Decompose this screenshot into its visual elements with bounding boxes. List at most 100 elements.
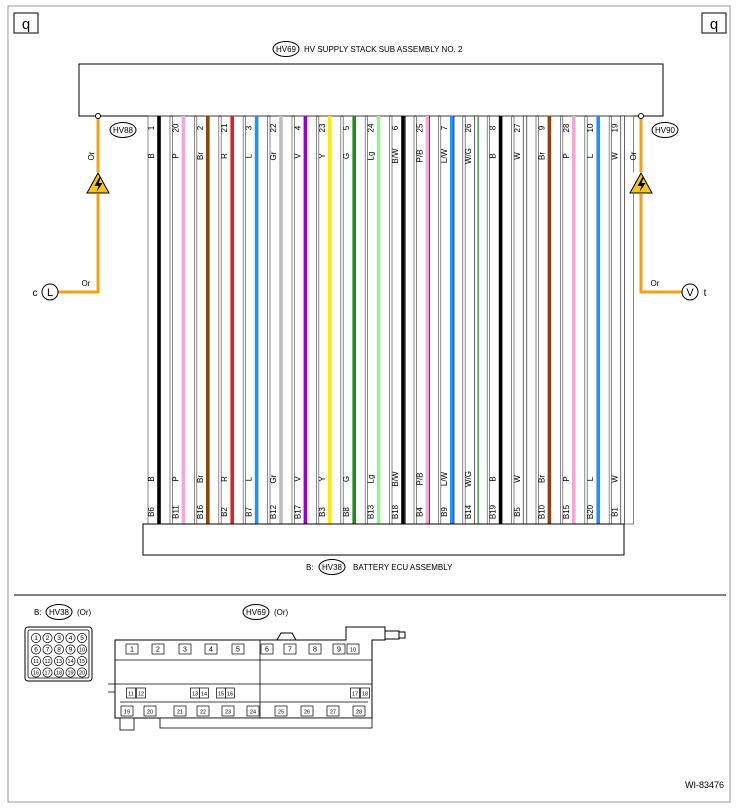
top-pin-number: 28	[562, 123, 571, 132]
svg-text:28: 28	[356, 710, 362, 716]
svg-text:3: 3	[183, 647, 187, 654]
svg-text:19: 19	[124, 710, 130, 716]
wire-line	[620, 115, 625, 525]
svg-text:3: 3	[57, 635, 61, 642]
wire-line	[181, 116, 186, 524]
hv69-pin-5: 5	[231, 643, 245, 655]
top-pin-number: 2	[196, 125, 205, 130]
svg-text:13: 13	[192, 692, 198, 698]
wire-line	[547, 116, 552, 524]
hv69-pin-8: 8	[308, 643, 322, 655]
wire-color-top: L	[586, 153, 595, 158]
top-pin-number: 3	[245, 125, 254, 130]
wire-color-top: Br	[196, 152, 205, 160]
hv69-pin-28: 28	[352, 705, 366, 717]
svg-text:21: 21	[177, 710, 183, 716]
wire-color-bottom: Br	[537, 475, 546, 483]
wire-color-top: W	[611, 152, 620, 160]
hv69-pin-4: 4	[204, 643, 218, 655]
svg-text:8: 8	[313, 647, 317, 654]
wire-28: 28P P B15	[562, 116, 576, 524]
wire-line	[401, 116, 405, 524]
svg-text:15: 15	[218, 692, 224, 698]
bottom-pin-number: B17	[293, 504, 302, 519]
hv38-pin-13: 13	[54, 656, 64, 666]
bottom-pin-number: B7	[245, 507, 254, 517]
svg-text:16: 16	[227, 692, 233, 698]
wire-color-bottom: R	[220, 476, 229, 482]
wire-line	[498, 116, 503, 524]
bottom-pin-number: B13	[367, 504, 376, 519]
wire-line	[352, 116, 356, 524]
svg-text:6: 6	[34, 647, 38, 654]
hv38-pin-12: 12	[42, 656, 53, 666]
wire-line	[254, 116, 259, 524]
wire-color-bottom: W/G	[464, 471, 473, 487]
top-assembly-name: HV SUPPLY STACK SUB ASSEMBLY NO. 2	[304, 45, 463, 54]
battery-ecu-box	[142, 523, 625, 556]
bottom-pin-number: B9	[440, 507, 449, 517]
wire-color-bottom: V	[293, 476, 302, 482]
svg-text:23: 23	[225, 710, 231, 716]
left-orange-branch: HV88 Or Or L c	[33, 113, 137, 301]
svg-text:4: 4	[209, 647, 213, 654]
hv38-pin-2: 2	[42, 633, 53, 643]
bottom-pin-number: B2	[220, 507, 229, 517]
top-pin-number: 7	[440, 125, 449, 130]
wire-color-top: V	[293, 153, 302, 159]
wire-color-top: B	[147, 153, 156, 158]
svg-text:10: 10	[350, 648, 356, 654]
svg-text:HV90: HV90	[655, 126, 676, 135]
wire-color-bottom: W	[611, 475, 620, 483]
hv69-pin-26: 26	[300, 705, 314, 717]
bottom-pin-number: B20	[586, 504, 595, 519]
wire-line	[572, 116, 576, 524]
svg-text:15: 15	[79, 659, 85, 665]
wire-color-top: Lg	[367, 152, 376, 161]
bottom-pin-number: B15	[562, 504, 571, 519]
hv38-pin-20: 20	[77, 667, 87, 678]
hv38-pin-18: 18	[54, 667, 64, 678]
left-ref-side: c	[33, 288, 38, 299]
wire-color-top: P	[562, 153, 571, 158]
top-assembly-label: HV69 HV SUPPLY STACK SUB ASSEMBLY NO. 2	[272, 41, 463, 57]
wire-bundle: 1BBB620PPB112BrBrB1621RRB23LLB722GrGrB12…	[147, 115, 634, 525]
bottom-pin-number: B18	[391, 504, 400, 519]
svg-text:(Or): (Or)	[77, 608, 92, 617]
svg-text:2: 2	[156, 647, 160, 654]
hv69-pin-1: 1	[125, 643, 139, 655]
bottom-pin-number: B3	[318, 507, 327, 517]
svg-text:5: 5	[236, 647, 240, 654]
right-wire-label-h: Or	[651, 279, 660, 288]
wire-color-bottom: L/W	[440, 471, 449, 486]
right-ref-circle	[681, 283, 699, 301]
svg-text:7: 7	[288, 647, 292, 654]
hv69-pin-3: 3	[178, 643, 192, 655]
wire-color-bottom: P	[562, 476, 571, 481]
hv69-pin-27: 27	[326, 705, 340, 717]
bottom-pin-number: B6	[147, 507, 156, 517]
left-ref-circle	[41, 283, 59, 301]
right-ref-side: t	[704, 288, 707, 299]
svg-text:14: 14	[67, 659, 73, 665]
hv38-pin-8: 8	[54, 644, 64, 655]
svg-text:4: 4	[69, 635, 73, 642]
svg-text:18: 18	[362, 692, 368, 698]
wire-line	[279, 116, 283, 524]
wire-line	[206, 116, 210, 524]
svg-text:q: q	[710, 16, 718, 33]
wire-color-bottom: P	[171, 476, 180, 481]
left-connector-badge	[109, 122, 137, 138]
wire-line	[376, 116, 381, 524]
